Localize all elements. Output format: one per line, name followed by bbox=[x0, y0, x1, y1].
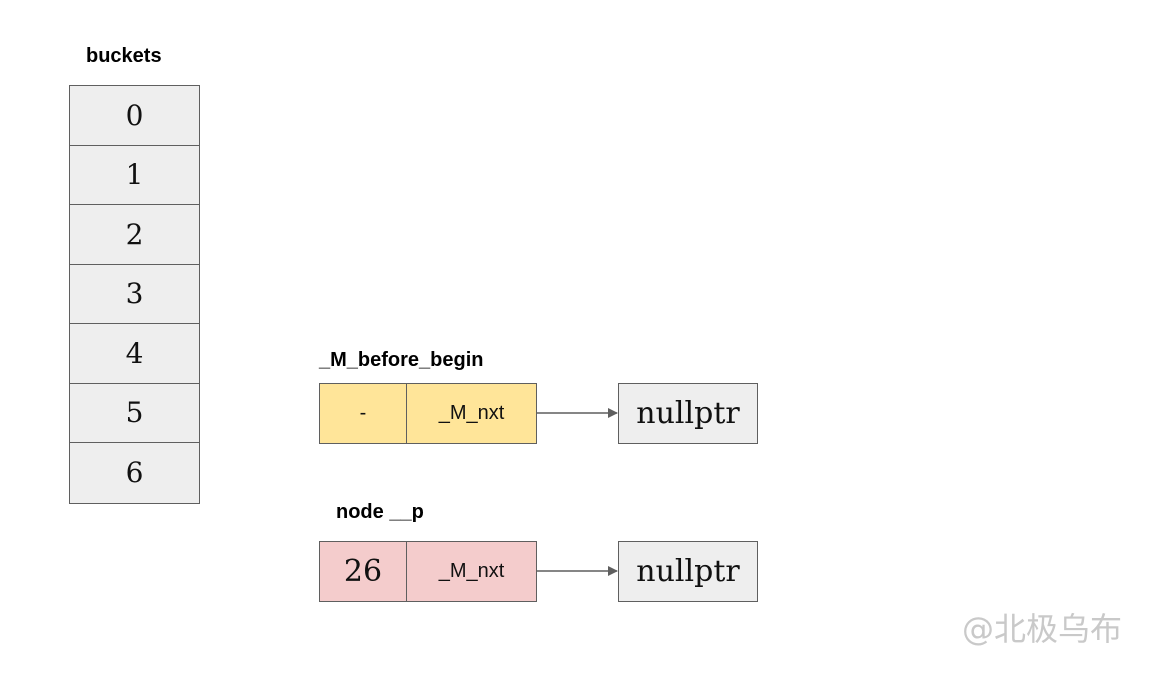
buckets-array: 0 1 2 3 4 5 6 bbox=[69, 85, 200, 504]
before-begin-nullptr: nullptr bbox=[618, 383, 758, 444]
before-begin-value-cell: - bbox=[320, 384, 406, 443]
watermark: @北极乌布 bbox=[961, 610, 1122, 648]
buckets-title: buckets bbox=[86, 45, 162, 67]
before-begin-title: _M_before_begin bbox=[319, 349, 484, 371]
bucket-cell: 1 bbox=[70, 145, 199, 205]
bucket-cell: 2 bbox=[70, 205, 199, 265]
node-p-nullptr: nullptr bbox=[618, 541, 758, 602]
node-p-next-cell: _M_nxt bbox=[406, 542, 536, 601]
before-begin-next-cell: _M_nxt bbox=[406, 384, 536, 443]
bucket-cell: 5 bbox=[70, 383, 199, 443]
bucket-cell: 6 bbox=[70, 443, 199, 503]
bucket-cell: 3 bbox=[70, 264, 199, 324]
bucket-cell: 0 bbox=[70, 86, 199, 146]
bucket-cell: 4 bbox=[70, 324, 199, 384]
node-p-title: node __p bbox=[336, 501, 424, 523]
node-p: 26 _M_nxt bbox=[319, 541, 537, 602]
node-p-value-cell: 26 bbox=[320, 542, 406, 601]
before-begin-node: - _M_nxt bbox=[319, 383, 537, 444]
